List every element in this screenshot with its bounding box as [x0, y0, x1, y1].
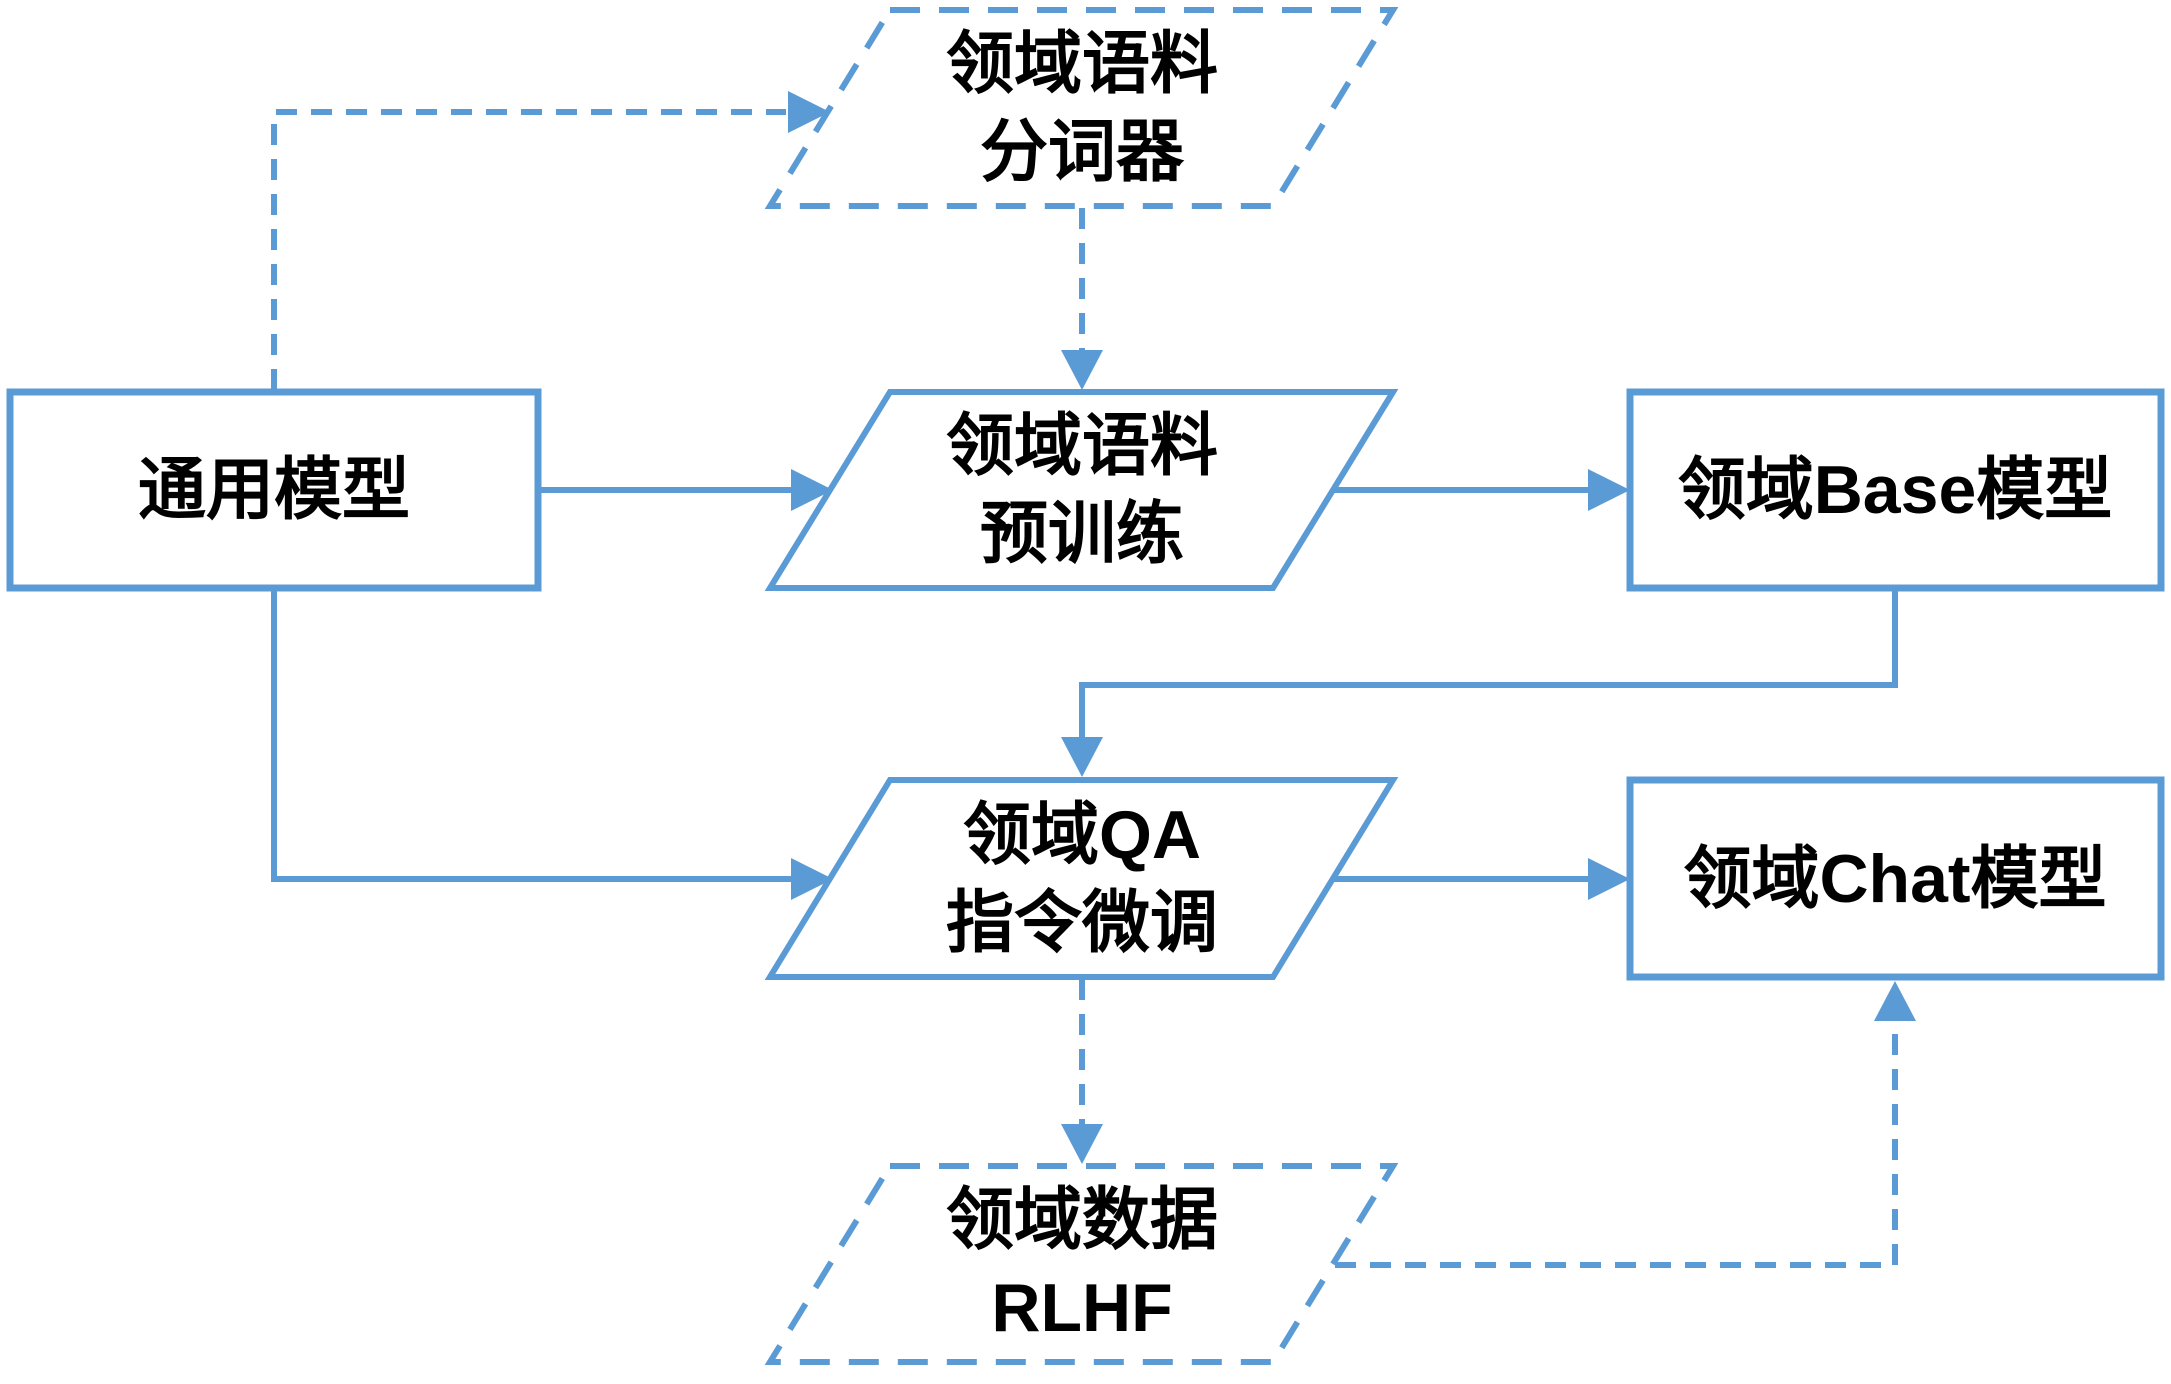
domain-base-model-label: 领域Base模型 — [1678, 452, 2113, 528]
arrowhead-general-to-pretrain — [791, 469, 833, 511]
arrowhead-qa-to-rlhf — [1061, 1124, 1103, 1164]
domain-corpus-tokenizer-label-line1: 领域语料 — [946, 26, 1218, 102]
general-model-label: 通用模型 — [138, 452, 410, 528]
domain-corpus-pretrain-label-line2: 预训练 — [980, 496, 1184, 572]
arrowhead-pretrain-to-base — [1588, 469, 1630, 511]
domain-corpus-tokenizer-shape — [764, 7, 1399, 209]
node-domain-qa-finetune: 领域QA 指令微调 — [764, 777, 1399, 980]
arrow-general-to-qa — [271, 590, 792, 882]
domain-corpus-tokenizer-label-line2: 分词器 — [980, 114, 1185, 190]
domain-chat-model-label: 领域Chat模型 — [1683, 841, 2106, 917]
domain-qa-finetune-label-line1: 领域QA — [963, 797, 1201, 873]
domain-data-rlhf-label-line2: RLHF — [991, 1270, 1172, 1346]
arrow-base-to-qa — [1079, 590, 1898, 740]
domain-corpus-pretrain-label-line1: 领域语料 — [946, 408, 1218, 484]
node-domain-corpus-tokenizer: 领域语料 分词器 — [764, 7, 1399, 209]
domain-data-rlhf-shape — [764, 1163, 1399, 1365]
arrowhead-general-to-tokenizer — [788, 91, 830, 133]
arrowhead-rlhf-to-chat — [1874, 981, 1916, 1021]
arrowhead-tokenizer-to-pretrain — [1061, 350, 1103, 390]
domain-qa-finetune-shape — [764, 777, 1399, 980]
domain-qa-finetune-label-line2: 指令微调 — [946, 885, 1218, 961]
arrow-rlhf-to-chat — [1335, 1020, 1898, 1268]
node-domain-base-model: 领域Base模型 — [1626, 388, 2165, 592]
arrowhead-qa-to-chat — [1588, 858, 1630, 900]
node-domain-data-rlhf: 领域数据 RLHF — [764, 1163, 1399, 1365]
domain-data-rlhf-label-line1: 领域数据 — [946, 1182, 1218, 1258]
general-model-shape — [6, 388, 542, 592]
node-general-model: 通用模型 — [6, 388, 542, 592]
domain-chat-model-shape — [1626, 776, 2165, 981]
node-domain-chat-model: 领域Chat模型 — [1626, 776, 2165, 981]
arrow-general-to-tokenizer — [271, 109, 786, 390]
domain-corpus-pretrain-shape — [764, 389, 1399, 591]
domain-base-model-shape — [1626, 388, 2165, 592]
arrowhead-base-to-qa — [1061, 737, 1103, 777]
node-domain-corpus-pretrain: 领域语料 预训练 — [764, 389, 1399, 591]
arrowhead-general-to-qa — [791, 858, 833, 900]
